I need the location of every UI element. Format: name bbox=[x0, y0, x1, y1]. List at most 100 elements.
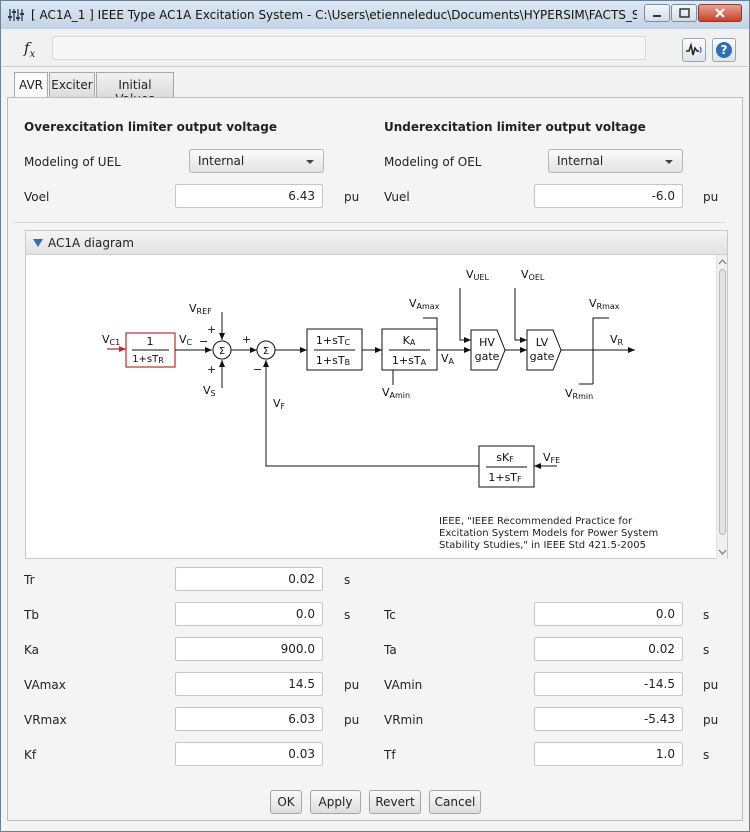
hv-gate-text-2: gate bbox=[475, 350, 500, 363]
tab-initial-values[interactable]: Initial Values bbox=[96, 72, 174, 106]
vrmax-label: VRmax bbox=[589, 297, 620, 311]
tr-unit: s bbox=[344, 573, 351, 587]
vamax-label: VAmax bbox=[409, 297, 440, 311]
maximize-button[interactable] bbox=[671, 4, 697, 22]
vamax-field[interactable]: 14.5 bbox=[175, 672, 323, 696]
vamax-limit-line bbox=[423, 317, 438, 329]
revert-button[interactable]: Revert bbox=[369, 790, 421, 814]
uel-model-value: Internal bbox=[198, 154, 245, 168]
tr-num: 1 bbox=[147, 335, 154, 348]
kf-field[interactable]: 0.03 bbox=[175, 742, 323, 766]
vamin-label: VAmin bbox=[382, 386, 410, 400]
fx-symbol: f bbox=[24, 39, 30, 57]
diagram-panel: AC1A diagram VC1 1 1+sTR bbox=[25, 230, 728, 559]
hv-gate-block bbox=[470, 329, 506, 371]
signal-button[interactable] bbox=[682, 38, 706, 62]
minimize-icon bbox=[653, 15, 661, 17]
tab-avr[interactable]: AVR bbox=[14, 72, 48, 98]
vc-label: VC bbox=[179, 333, 193, 347]
apply-button[interactable]: Apply bbox=[310, 790, 361, 814]
uel-model-label: Modeling of UEL bbox=[24, 155, 121, 169]
vr-label: VR bbox=[610, 333, 624, 347]
vamax-label: VAmax bbox=[24, 678, 66, 692]
help-button[interactable]: ? bbox=[712, 38, 736, 62]
tb-den: 1+sTB bbox=[316, 354, 350, 367]
under-limiter-title: Underexcitation limiter output voltage bbox=[384, 120, 646, 134]
vamin-label: VAmin bbox=[384, 678, 423, 692]
diagram-scrollbar[interactable] bbox=[716, 255, 727, 559]
tab-exciter[interactable]: Exciter bbox=[49, 72, 95, 97]
vf-label: VF bbox=[273, 397, 286, 411]
section-divider bbox=[13, 222, 725, 223]
lv-gate-text-1: LV bbox=[536, 336, 549, 349]
tc-unit: s bbox=[703, 608, 710, 622]
vrmax-field[interactable]: 6.03 bbox=[175, 707, 323, 731]
tf-field[interactable]: 1.0 bbox=[534, 742, 683, 766]
tf-label: Tf bbox=[384, 748, 396, 762]
vuel-wire bbox=[459, 288, 471, 343]
kf-label: Kf bbox=[24, 748, 37, 762]
vrmax-unit: pu bbox=[344, 713, 360, 727]
collapse-triangle-icon bbox=[33, 239, 43, 247]
tc-num: 1+sTC bbox=[316, 334, 351, 347]
signal-wave-icon bbox=[686, 42, 702, 56]
vamax-unit: pu bbox=[344, 678, 360, 692]
voel-wire bbox=[514, 288, 527, 343]
vc1-label: VC1 bbox=[102, 333, 120, 347]
ka-num: KA bbox=[403, 334, 416, 347]
diagram-panel-header[interactable]: AC1A diagram bbox=[26, 231, 727, 255]
ta-field[interactable]: 0.02 bbox=[534, 637, 683, 661]
oel-model-label: Modeling of OEL bbox=[384, 155, 482, 169]
vrmax-limit-line bbox=[592, 317, 609, 384]
voel-field[interactable]: 6.43 bbox=[175, 184, 323, 208]
tc-field[interactable]: 0.0 bbox=[534, 602, 683, 626]
cancel-button[interactable]: Cancel bbox=[429, 790, 481, 814]
feedback-wire bbox=[263, 360, 479, 467]
vamin-unit: pu bbox=[703, 678, 719, 692]
close-button[interactable] bbox=[698, 4, 742, 22]
svg-text:?: ? bbox=[721, 43, 728, 57]
sum2-plus-left: + bbox=[242, 333, 251, 346]
vuel-unit: pu bbox=[703, 190, 719, 204]
sum1-plus-top: + bbox=[207, 323, 216, 336]
diagram-reference-text: IEEE, "IEEE Recommended Practice for Exc… bbox=[439, 516, 659, 551]
tc-label: Tc bbox=[384, 608, 396, 622]
tr-field[interactable]: 0.02 bbox=[175, 567, 323, 591]
formula-input[interactable] bbox=[52, 36, 646, 60]
kf-num: sKF bbox=[496, 451, 514, 464]
va-label: VA bbox=[441, 352, 455, 366]
vamin-field[interactable]: -14.5 bbox=[534, 672, 683, 696]
oel-model-value: Internal bbox=[557, 154, 604, 168]
function-icon: fx bbox=[24, 39, 35, 60]
tb-field[interactable]: 0.0 bbox=[175, 602, 323, 626]
ka-label: Ka bbox=[24, 643, 40, 657]
close-icon bbox=[715, 8, 725, 18]
sliders-icon bbox=[8, 9, 24, 21]
vuel-field[interactable]: -6.0 bbox=[534, 184, 683, 208]
vuel-label: Vuel bbox=[384, 190, 410, 204]
vrmax-label: VRmax bbox=[24, 713, 67, 727]
tb-label: Tb bbox=[24, 608, 39, 622]
hv-gate-text-1: HV bbox=[479, 336, 495, 349]
tf-unit: s bbox=[703, 748, 710, 762]
uel-model-select[interactable]: Internal bbox=[189, 149, 324, 173]
sum2-minus-bottom: − bbox=[253, 363, 262, 376]
fx-subscript: x bbox=[29, 49, 36, 60]
vrmin-field[interactable]: -5.43 bbox=[534, 707, 683, 731]
over-limiter-title: Overexcitation limiter output voltage bbox=[24, 120, 277, 134]
oel-model-select[interactable]: Internal bbox=[548, 149, 683, 173]
ka-field[interactable]: 900.0 bbox=[175, 637, 323, 661]
chevron-down-icon bbox=[665, 160, 673, 164]
ok-button[interactable]: OK bbox=[270, 790, 302, 814]
lv-gate-text-2: gate bbox=[530, 350, 555, 363]
voel-label: Voel bbox=[24, 190, 50, 204]
minimize-button[interactable] bbox=[644, 4, 670, 22]
vrmin-unit: pu bbox=[703, 713, 719, 727]
maximize-icon bbox=[679, 8, 690, 18]
summer-2-sigma: Σ bbox=[263, 346, 269, 357]
title-bar[interactable]: [ AC1A_1 ] IEEE Type AC1A Excitation Sys… bbox=[1, 1, 749, 29]
ac1a-block-diagram: VC1 1 1+sTR VC − Σ VREF + VS + + bbox=[102, 268, 635, 488]
lv-gate-block bbox=[526, 329, 562, 371]
scroll-thumb[interactable] bbox=[719, 269, 726, 535]
vref-label: VREF bbox=[189, 302, 212, 316]
